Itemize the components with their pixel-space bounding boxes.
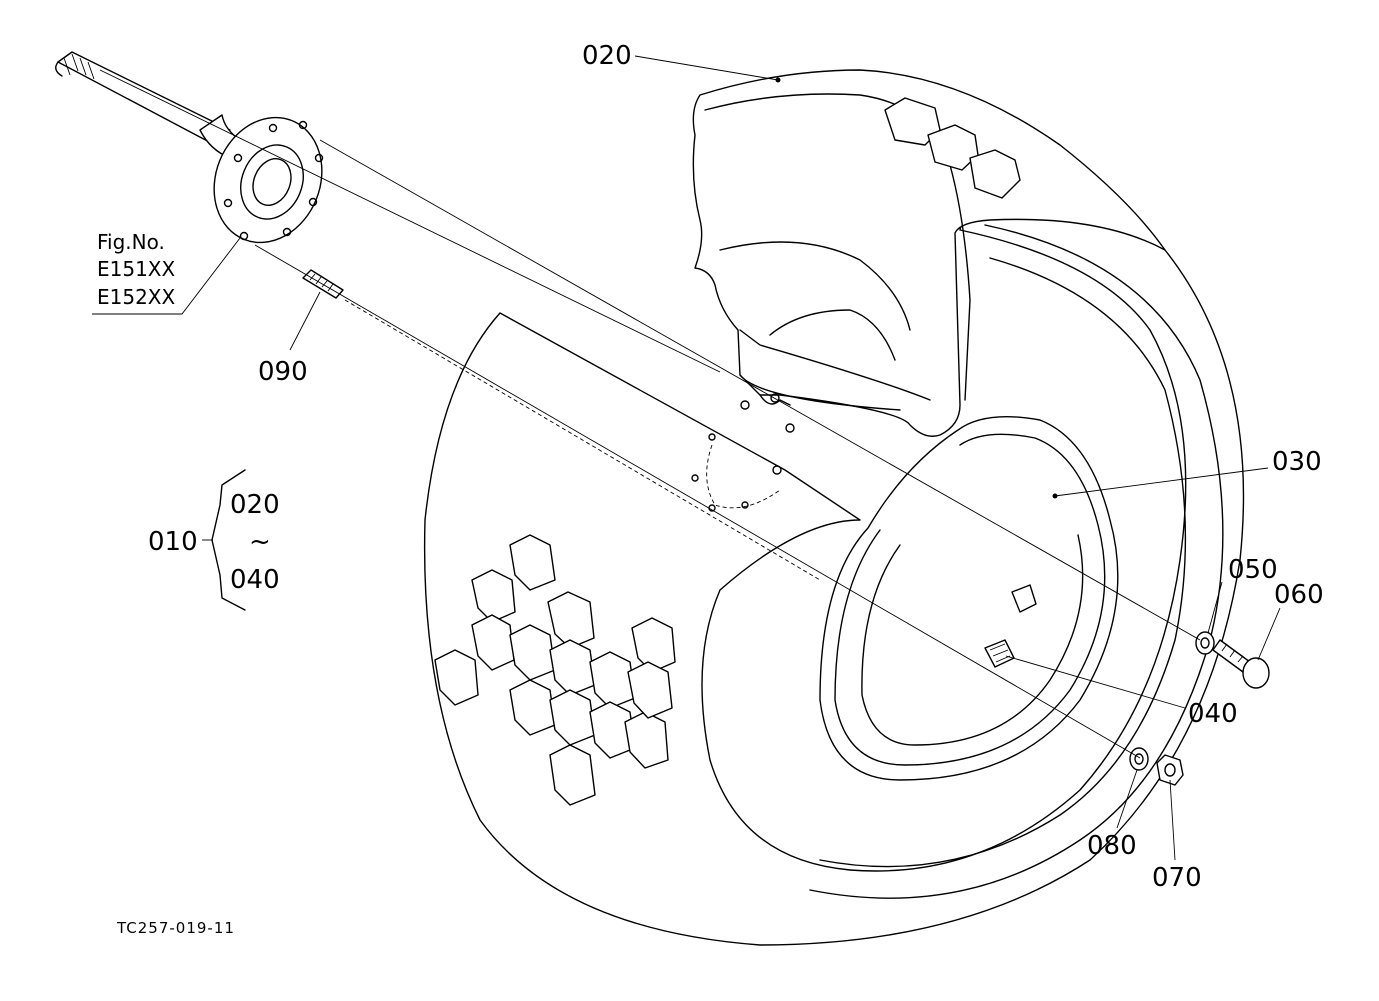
callout-090: 090	[258, 357, 308, 387]
hub-flange	[213, 116, 324, 244]
assembly-bracket	[202, 469, 246, 611]
callout-060: 060	[1274, 580, 1324, 610]
fig-ref-line2: E152XX	[97, 285, 176, 309]
assembly-range-start: 020	[230, 490, 280, 520]
assembly-range-end: 040	[230, 565, 280, 595]
tire-020	[423, 69, 1245, 946]
callout-050: 050	[1228, 555, 1278, 585]
valve-040	[984, 584, 1037, 668]
nut-070	[1156, 754, 1184, 786]
fig-ref-line1: E151XX	[97, 257, 176, 281]
callout-070: 070	[1152, 863, 1202, 893]
callout-080: 080	[1087, 831, 1137, 861]
assembly-label-010: 010	[148, 527, 198, 557]
fig-ref-title: Fig.No.	[97, 230, 165, 254]
center-lines	[99, 69, 1201, 759]
callout-040: 040	[1188, 699, 1238, 729]
leader-lines	[92, 55, 1281, 861]
callout-030: 030	[1272, 447, 1322, 477]
callout-020: 020	[582, 41, 632, 71]
axle-shaft	[55, 51, 241, 159]
assembly-range-tilde: ~	[249, 527, 271, 557]
washer-080	[1129, 747, 1149, 771]
bolt-060	[1212, 639, 1270, 689]
drawing-code: TC257-019-11	[116, 919, 235, 937]
lock-washer-050	[1195, 631, 1215, 655]
